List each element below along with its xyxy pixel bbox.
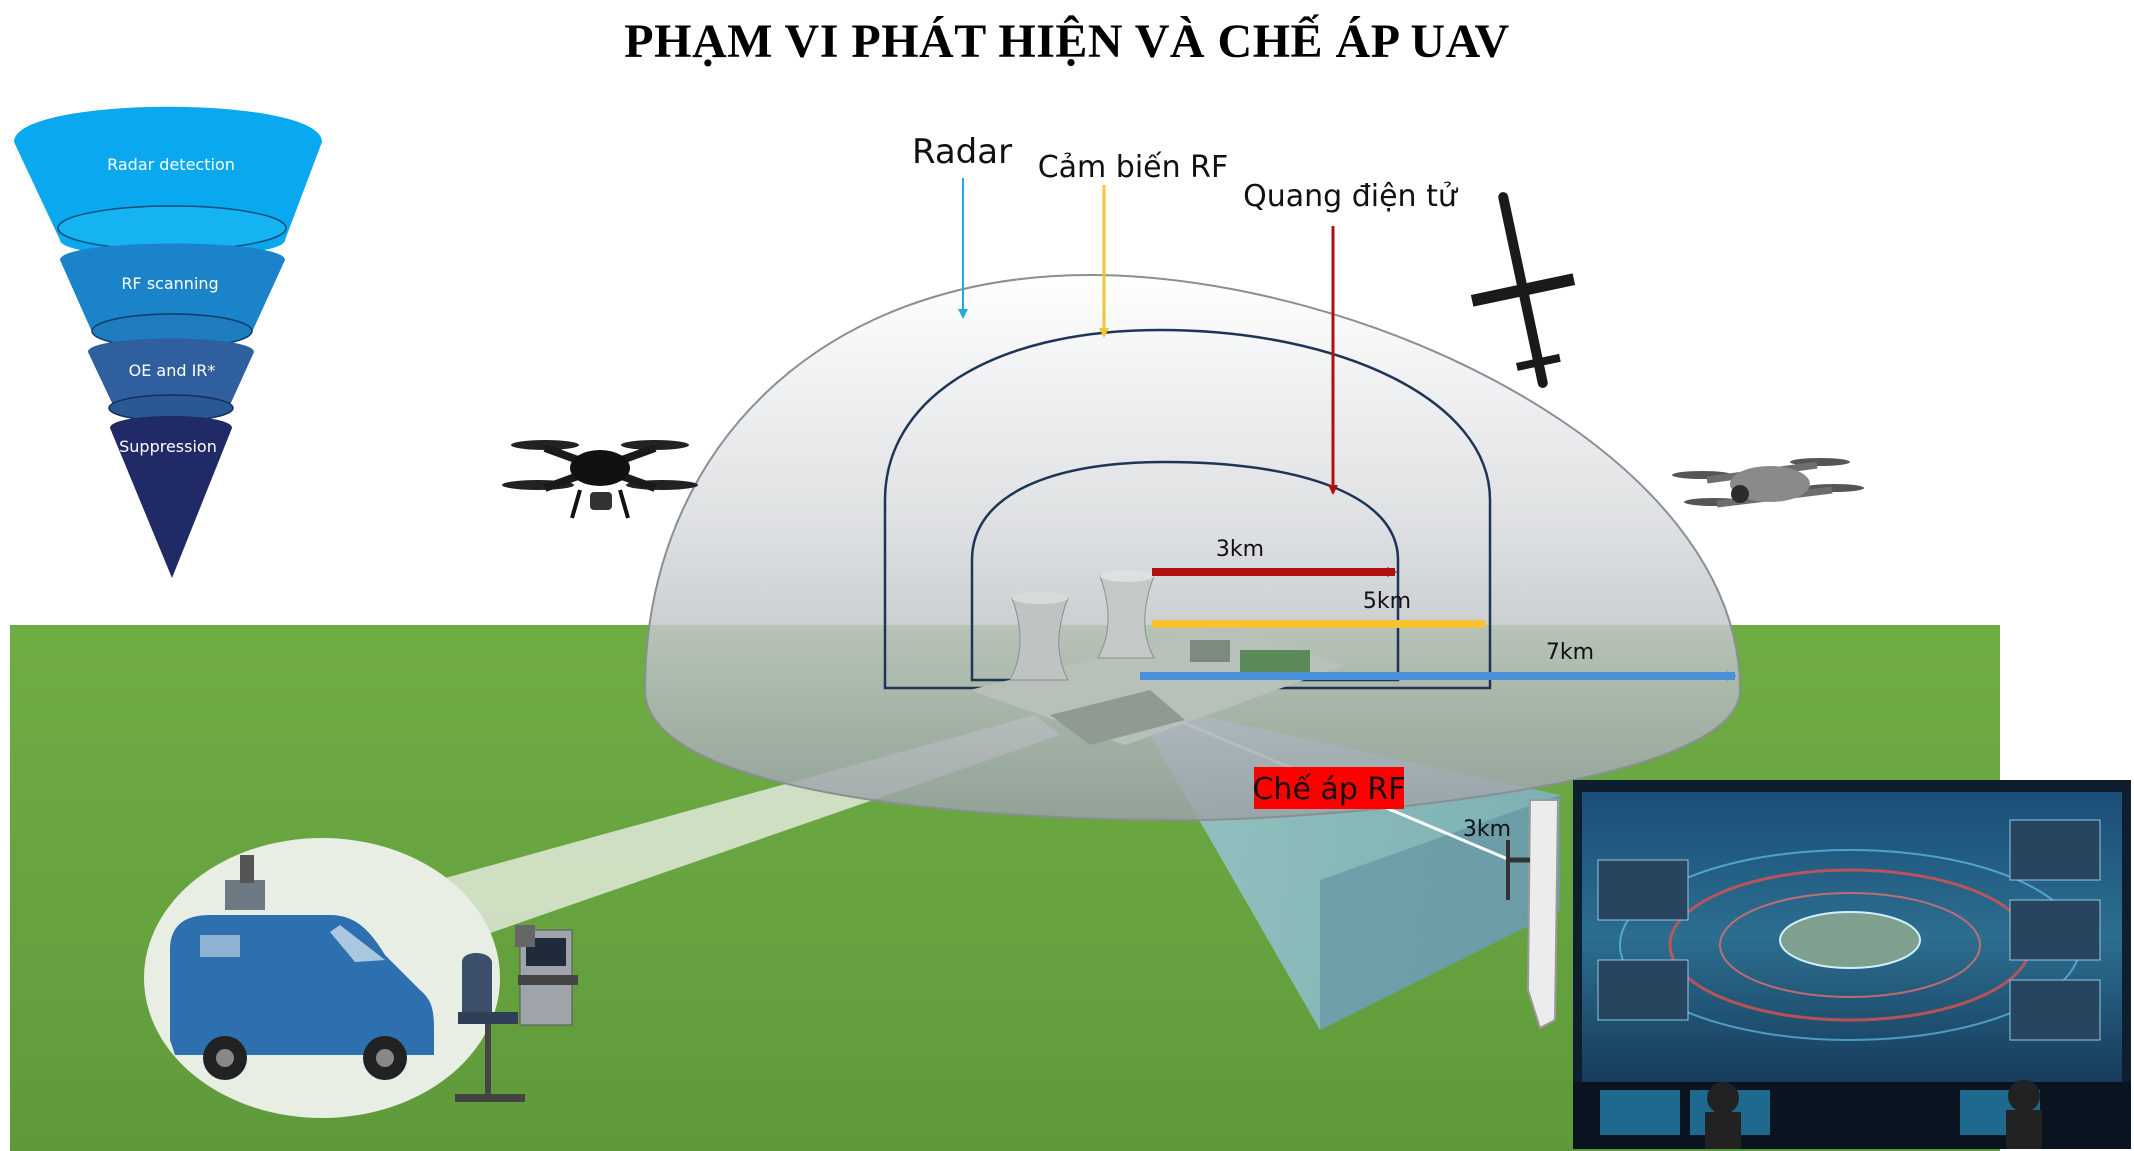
jamming-label-bg xyxy=(1254,767,1404,809)
radar-range-label: 7km xyxy=(1546,640,1594,665)
cooling-tower-right xyxy=(1097,575,1155,659)
funnel-label-oe: OE and IR* xyxy=(129,361,216,380)
quadcopter-drone-icon xyxy=(502,440,698,519)
funnel-level-suppression xyxy=(110,416,232,578)
rf-sensor-callout-label: Cảm biến RF xyxy=(1038,150,1229,185)
funnel-level-oe xyxy=(88,338,254,417)
foldable-drone-icon xyxy=(1672,458,1864,508)
page-title: PHẠM VI PHÁT HIỆN VÀ CHẾ ÁP UAV xyxy=(624,15,1510,68)
control-room-screen xyxy=(1573,780,2131,1149)
radar-dome xyxy=(643,273,1742,822)
rf-range-label: 5km xyxy=(1363,589,1411,614)
eo-coverage-boundary xyxy=(970,460,1400,682)
cooling-tower-left xyxy=(1009,597,1069,681)
operator-station-icon xyxy=(455,925,578,1102)
rf-coverage-boundary xyxy=(883,328,1492,690)
fixed-wing-drone-icon xyxy=(1470,192,1576,388)
funnel-label-rf: RF scanning xyxy=(121,274,218,293)
funnel-label-radar: Radar detection xyxy=(107,155,235,174)
command-van-group xyxy=(144,838,500,1118)
eo-range-label: 3km xyxy=(1216,537,1264,562)
eo-callout-label: Quang điện tử xyxy=(1243,179,1459,214)
power-plant xyxy=(970,570,1345,745)
jammer-antenna-icon xyxy=(1506,799,1560,1030)
radar-callout-label: Radar xyxy=(912,132,1012,172)
jammer-range-label: 3km xyxy=(1463,817,1511,842)
funnel-label-suppression: Suppression xyxy=(119,437,217,456)
jamming-label: Chế áp RF xyxy=(1252,772,1405,807)
command-van-icon xyxy=(170,855,434,1080)
detection-funnel: Radar detection RF scanning OE and IR* S… xyxy=(14,106,322,578)
